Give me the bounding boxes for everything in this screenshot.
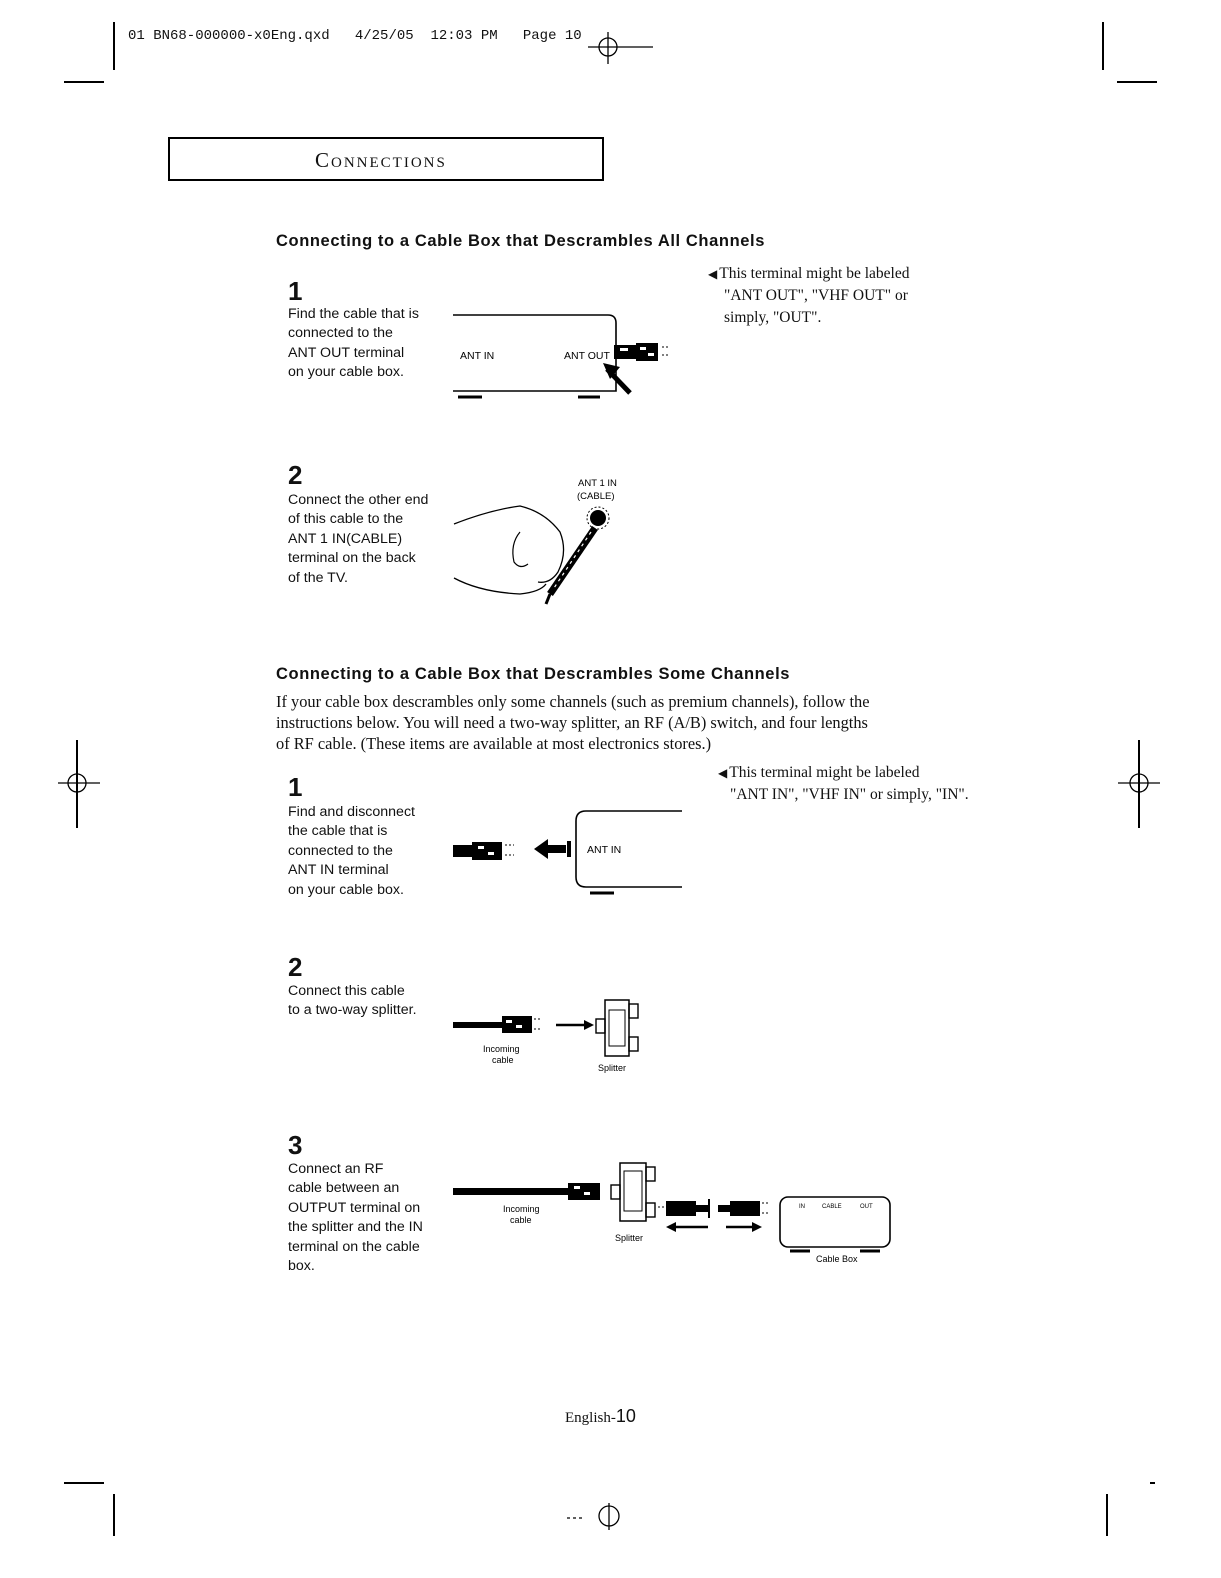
cable-box-out-label: OUT [860,1204,873,1210]
section-title-box: Connections [168,137,604,181]
section-title: Connections [315,148,447,172]
registration-mark-top-icon [588,32,653,64]
crop-mark [1117,81,1157,83]
note-line: "ANT OUT", "VHF OUT" or [724,287,908,304]
incoming-cable-label-line2: cable [510,1215,532,1225]
step-number: 2 [288,460,303,490]
cable-box-cable-label: CABLE [822,1204,842,1210]
step-number: 1 [288,772,303,802]
intro-line: of RF cable. (These items are available … [276,734,712,753]
page-number: 10 [615,1406,636,1426]
pointer-arrow-icon: ◀ [718,766,728,780]
step-number: 2 [288,952,303,982]
step-text: Find the cable that is connected to the … [288,306,419,381]
print-header: 01 BN68-000000-x0Eng.qxd 4/25/05 12:03 P… [128,28,582,44]
step-text: Find and disconnect the cable that is co… [288,804,415,898]
crop-mark [64,1482,104,1484]
part2-note: ◀This terminal might be labeled "ANT IN"… [718,762,969,806]
crop-mark [113,22,115,70]
box-ant-out-label: ANT OUT [564,350,610,362]
part1-heading: Connecting to a Cable Box that Descrambl… [276,232,765,250]
step-text: Connect an RF cable between an OUTPUT te… [288,1161,423,1275]
incoming-cable-label-line2: cable [492,1055,514,1065]
incoming-cable-label-line1: Incoming [503,1204,540,1214]
cable-to-splitter-figure: Incoming cable Splitter [453,999,639,1073]
crop-mark [1102,22,1104,70]
crop-mark [76,740,78,828]
crop-mark [113,1494,115,1536]
step-text: Connect the other end of this cable to t… [288,492,429,586]
crop-mark [1106,1494,1108,1536]
splitter-label: Splitter [598,1063,626,1073]
intro-line: If your cable box descrambles only some … [276,692,870,711]
note-line: simply, "OUT". [724,309,822,326]
splitter-to-cable-box-figure: IN CABLE OUT Incoming cable Splitter Cab… [453,1162,891,1264]
box-ant-in-label: ANT IN [460,350,494,362]
pointer-arrow-icon: ◀ [708,267,718,281]
part2-heading: Connecting to a Cable Box that Descrambl… [276,665,791,683]
note-line: This terminal might be labeled [719,265,910,282]
registration-mark-bottom-icon [567,1503,620,1530]
tv-ant-in-hand-figure: ANT 1 IN (CABLE) [453,478,617,605]
crop-mark [64,81,104,83]
incoming-cable-label-line1: Incoming [483,1044,520,1054]
page-footer: English-10 [565,1406,636,1427]
cable-box-in-label: IN [799,1204,805,1210]
cable-box-ant-out-figure: ANT IN ANT OUT [453,314,668,399]
crop-mark [1138,740,1140,828]
note-line: This terminal might be labeled [729,764,920,781]
crop-mark [1150,1482,1155,1484]
disconnect-ant-in-figure: ANT IN [453,810,682,895]
registration-mark-left-icon [58,773,100,793]
step-number: 1 [288,276,303,306]
part2-intro: If your cable box descrambles only some … [276,691,996,754]
intro-line: instructions below. You will need a two-… [276,713,868,732]
registration-mark-right-icon [1118,773,1160,793]
splitter-label: Splitter [615,1233,643,1243]
step-text: Connect this cable to a two-way splitter… [288,983,417,1019]
tv-terminal-label-line2: (CABLE) [577,491,614,502]
part1-note: ◀This terminal might be labeled "ANT OUT… [708,263,910,329]
tv-terminal-label-line1: ANT 1 IN [578,478,617,489]
cable-box-label: Cable Box [816,1254,858,1264]
page-label: English- [565,1410,616,1426]
step-number: 3 [288,1130,303,1160]
note-line: "ANT IN", "VHF IN" or simply, "IN". [730,786,969,803]
box-ant-in-label: ANT IN [587,844,621,856]
